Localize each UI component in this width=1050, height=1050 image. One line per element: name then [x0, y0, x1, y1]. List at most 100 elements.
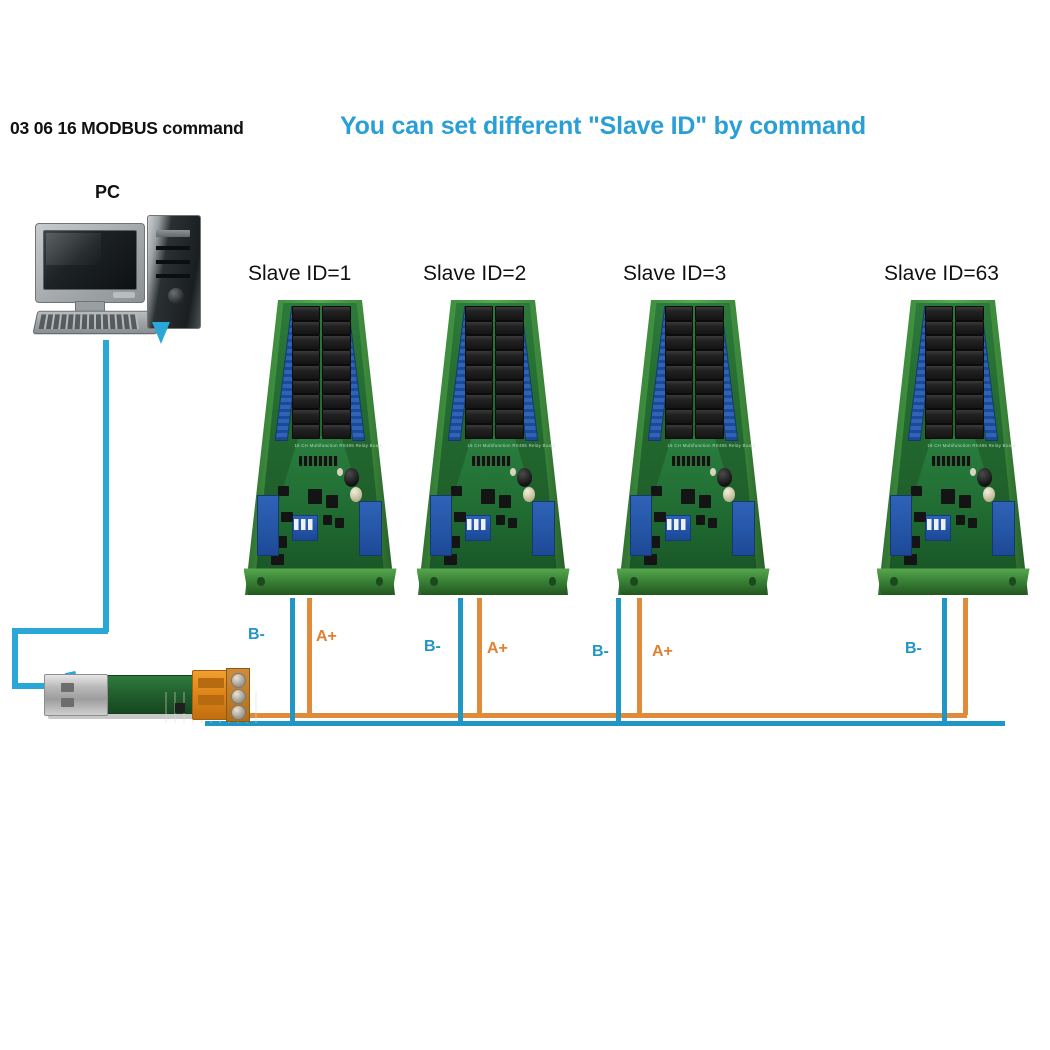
relay — [924, 394, 953, 410]
mount-hole — [257, 577, 265, 587]
board-silkscreen: 16 CH Multifunction RS485 Relay Board — [293, 443, 383, 448]
pc-computer-icon — [32, 215, 201, 340]
relay — [924, 305, 953, 321]
relay — [495, 409, 524, 424]
relay — [495, 320, 524, 336]
relay — [464, 394, 493, 410]
relay — [664, 320, 693, 336]
monitor-screen — [43, 230, 137, 290]
usb-cable-segment — [12, 683, 70, 689]
terminal-screw-row — [226, 668, 250, 722]
relay — [322, 320, 351, 336]
mount-hole — [630, 577, 638, 587]
ic-chip — [643, 553, 657, 566]
tower-case-icon — [147, 215, 201, 329]
slave-id-label-4: Slave ID=63 — [884, 262, 999, 285]
relay — [924, 409, 953, 424]
capacitor — [523, 487, 535, 503]
relay — [664, 305, 693, 321]
relay-board: 16 CH Multifunction RS485 Relay Board — [876, 300, 1030, 595]
b-minus-wire-label: B- — [905, 640, 922, 657]
relay-array — [664, 305, 724, 439]
pin-header — [672, 456, 711, 467]
pin-header — [472, 456, 511, 467]
relay — [322, 379, 351, 395]
relay — [464, 364, 493, 380]
rs485-terminal-block — [359, 500, 382, 556]
mount-hole — [748, 577, 756, 587]
ic-chip — [956, 515, 965, 525]
capacitor — [350, 487, 362, 503]
relay-column — [955, 305, 984, 439]
ic-chip — [451, 485, 462, 497]
rail-foot — [616, 568, 770, 595]
ic-chip — [270, 553, 284, 566]
ic-chip — [699, 494, 711, 509]
relay-column — [664, 305, 693, 439]
command-note-label: 03 06 16 MODBUS command — [10, 118, 244, 138]
relay — [955, 335, 984, 351]
ic-chip — [443, 553, 457, 566]
relay — [924, 379, 953, 395]
relay-array — [464, 305, 524, 439]
rail-foot — [876, 568, 1030, 595]
relay-column — [695, 305, 724, 439]
rs485-b-drop — [290, 598, 295, 723]
ic-chip — [273, 536, 287, 548]
rs485-a-drop — [637, 598, 642, 715]
terminal-screw — [231, 673, 246, 688]
rail-foot — [243, 568, 397, 595]
capacitor — [723, 487, 735, 503]
relay-board: 16 CH Multifunction RS485 Relay Board — [243, 300, 397, 595]
relay — [291, 305, 320, 321]
ic-chip — [654, 512, 666, 523]
power-terminal-block — [630, 494, 652, 556]
relay — [695, 364, 724, 380]
a-plus-wire-label: A+ — [487, 640, 508, 657]
relay — [322, 394, 351, 410]
relay — [664, 364, 693, 380]
relay — [322, 364, 351, 380]
board-silkscreen: 16 CH Multifunction RS485 Relay Board — [926, 443, 1016, 448]
relay-column — [464, 305, 493, 439]
dip-switch — [924, 515, 951, 541]
pin-header — [299, 456, 338, 467]
ic-chip — [446, 536, 460, 548]
relay — [924, 335, 953, 351]
relay — [664, 423, 693, 439]
ic-chip — [968, 518, 977, 528]
ic-chip — [681, 488, 695, 505]
relay — [464, 350, 493, 365]
capacitor — [983, 487, 995, 503]
relay — [664, 350, 693, 365]
ic-chip — [335, 518, 344, 528]
relay — [695, 423, 724, 439]
relay — [291, 335, 320, 351]
rs485-b-drop — [616, 598, 621, 723]
dip-switch — [664, 515, 691, 541]
ic-chip — [941, 488, 955, 505]
pc-pointer-arrow-icon — [152, 322, 170, 344]
relay — [291, 394, 320, 410]
usb-a-connector — [44, 674, 108, 716]
ic-chip — [454, 512, 466, 523]
ic-chip — [646, 536, 660, 548]
relay — [955, 350, 984, 365]
relay — [322, 305, 351, 321]
relay — [291, 320, 320, 336]
usb-cable-segment — [12, 628, 18, 688]
ic-chip — [281, 512, 293, 523]
relay — [495, 364, 524, 380]
relay — [322, 350, 351, 365]
b-minus-wire-label: B- — [248, 626, 265, 643]
b-minus-wire-label: B- — [592, 643, 609, 660]
relay — [495, 423, 524, 439]
relay — [495, 394, 524, 410]
relay — [664, 409, 693, 424]
relay-array — [291, 305, 351, 439]
ic-chip — [906, 536, 920, 548]
relay — [291, 364, 320, 380]
relay — [924, 350, 953, 365]
relay-column — [322, 305, 351, 439]
